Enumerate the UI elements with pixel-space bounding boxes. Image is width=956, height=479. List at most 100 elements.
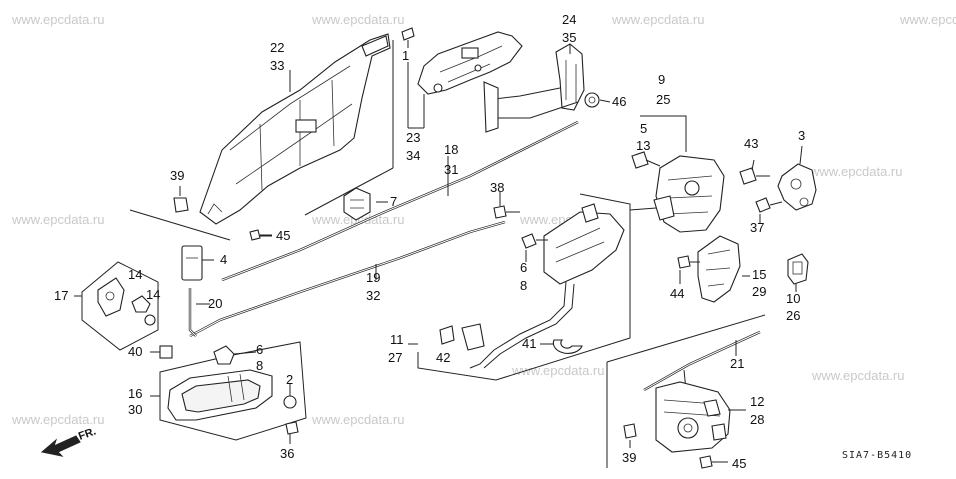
bolt-38 [493, 205, 520, 219]
bracket-base [483, 81, 499, 133]
protector-rib [259, 79, 335, 191]
callout-label: 44 [670, 286, 684, 301]
rod-line [221, 121, 579, 281]
outer-handle-lever [461, 47, 479, 59]
screw-36 [285, 421, 299, 435]
watermark: www.epcdata.ru [11, 12, 105, 27]
handle-lever [227, 373, 245, 403]
callout-label: 18 [444, 142, 458, 157]
callout-label: 31 [444, 162, 458, 177]
rear-latch-tab [703, 399, 721, 417]
rod-line [189, 288, 197, 337]
watermark: www.epcdata.ru [611, 12, 705, 27]
nut-46 [584, 92, 600, 108]
lever-clip [144, 314, 156, 326]
screw-45-upper [249, 229, 272, 241]
divider-line [606, 314, 766, 363]
callout-label: 43 [744, 136, 758, 151]
rod-clip-7 [343, 187, 371, 221]
callout-label: 2 [286, 372, 293, 387]
callout-label: 29 [752, 284, 766, 299]
clip-detail [350, 199, 364, 209]
rod-19 [189, 220, 506, 338]
bolt-shank [769, 201, 783, 206]
callout-label: 15 [752, 267, 766, 282]
lock-actuator-11 [417, 193, 631, 381]
callout-label: 42 [436, 350, 450, 365]
outer-handle-grip [447, 63, 491, 83]
callout-label: 30 [128, 402, 142, 417]
rear-latch-pivot [677, 417, 699, 439]
outer-handle-screw [474, 64, 482, 72]
cap-detail [792, 261, 803, 275]
callout-label: 20 [208, 296, 222, 311]
handle-bracket [483, 43, 585, 133]
lever-body [97, 277, 125, 317]
screw-head [699, 455, 713, 469]
clip-body [623, 423, 637, 439]
screw-44 [677, 255, 700, 269]
callout-label: 17 [54, 288, 68, 303]
clip-body [173, 197, 189, 213]
callout-labels: 1 2 3 4 5 6 6 7 8 8 9 10 11 12 13 14 14 … [54, 12, 805, 471]
protector-foot [207, 203, 223, 215]
outer-handle-screw [433, 83, 443, 93]
rear-latch-hub [683, 423, 693, 433]
leader-line [645, 159, 661, 167]
leader-line [799, 145, 803, 165]
screw-head [249, 229, 261, 241]
clip-39-upper [173, 197, 189, 213]
bolt-6-8 [521, 233, 548, 249]
group-bracket [640, 115, 687, 152]
callout-label: 38 [490, 180, 504, 195]
latch-detail [667, 175, 713, 215]
callout-label: 39 [622, 450, 636, 465]
protector-rib [229, 65, 351, 151]
inside-handle-16 [159, 341, 307, 441]
inner-handle-protector [199, 33, 391, 225]
screw-45-lower [699, 455, 728, 469]
callout-label: 46 [612, 94, 626, 109]
callout-label: 7 [390, 194, 397, 209]
callout-label: 5 [640, 121, 647, 136]
bracket-rod [498, 101, 579, 119]
connector-42 [461, 323, 485, 351]
front-direction-arrow: FR. [40, 425, 98, 457]
outer-handle-grip [439, 45, 503, 73]
group-outline [81, 261, 159, 351]
striker-hole [790, 178, 802, 190]
bolt-head [493, 205, 507, 219]
bracket-body [555, 43, 585, 111]
watermark: www.epcdata.ru [311, 12, 405, 27]
leader-line [233, 351, 257, 355]
bolt-head [631, 151, 649, 169]
actuator-cable [483, 283, 575, 369]
clip-39-lower [623, 423, 637, 439]
handle-pocket [181, 379, 261, 413]
nut-hole [588, 96, 596, 104]
screw-head [285, 421, 299, 435]
watermark: www.epcdata.ru [811, 368, 905, 383]
leader-line [629, 207, 657, 211]
striker-body [777, 163, 817, 211]
bolt-43 [739, 167, 770, 185]
watermark: www.epcdata.ru [899, 12, 956, 27]
knob-body [181, 245, 203, 281]
watermark: www.epcdata.ru [11, 412, 105, 427]
callout-label: 45 [276, 228, 290, 243]
callout-label: 3 [798, 128, 805, 143]
striker-3 [777, 163, 817, 211]
leader-lines [74, 44, 803, 448]
latch-cover-15 [697, 235, 741, 303]
leader-line [751, 159, 755, 171]
callout-label: 33 [270, 58, 284, 73]
striker-hole [799, 197, 809, 207]
watermark: www.epcdata.ru [809, 164, 903, 179]
diagram-code: SIA7-B5410 [842, 450, 912, 461]
watermark-layer: www.epcdata.ru www.epcdata.ru www.epcdat… [11, 12, 956, 427]
leader-line [599, 99, 611, 103]
bolt-37 [755, 197, 783, 213]
arrow-icon [40, 435, 81, 457]
rear-latch-body [655, 381, 731, 453]
callout-label: 25 [656, 92, 670, 107]
